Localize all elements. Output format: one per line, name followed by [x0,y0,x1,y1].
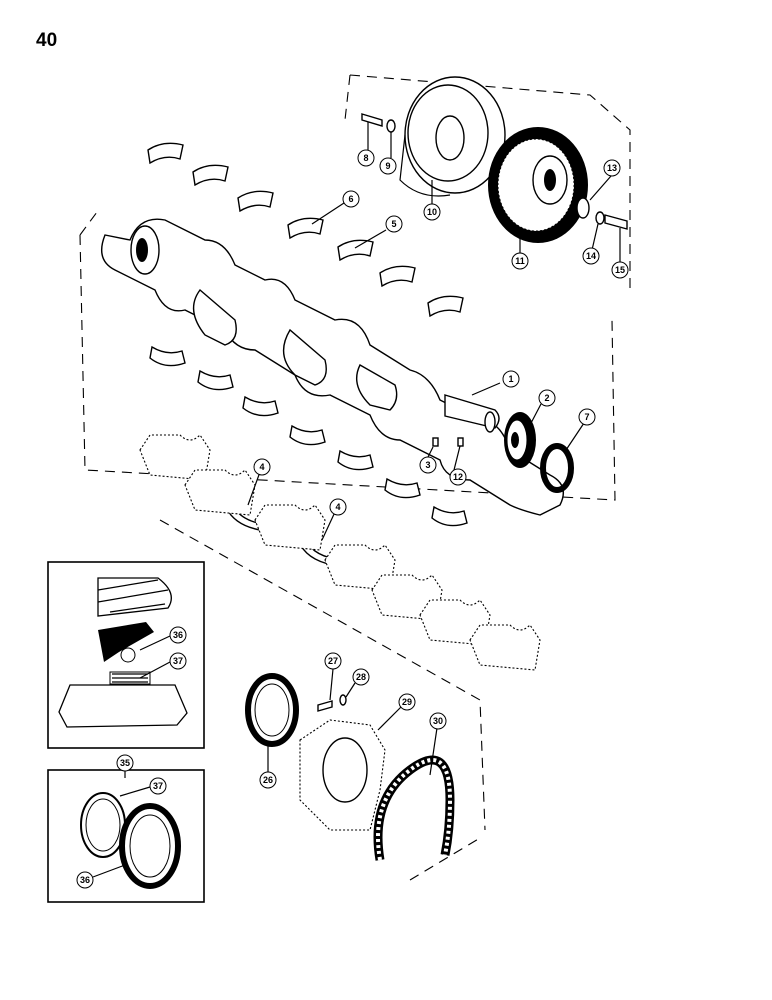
callout-35: 35 [116,754,134,772]
svg-text:37: 37 [173,656,183,666]
callout-9: 9 [379,157,397,175]
svg-text:35: 35 [120,758,130,768]
svg-text:7: 7 [584,412,589,422]
callout-13: 13 [603,159,621,177]
svg-text:1: 1 [508,374,513,384]
retainer-gasket [373,755,455,861]
rear-seal-group-outline [159,519,486,881]
svg-text:2: 2 [544,393,549,403]
svg-text:26: 26 [263,775,273,785]
callout-3: 3 [419,456,437,474]
rear-oil-seal [245,673,299,747]
inset-seal-section [47,561,205,749]
lock-washer [595,211,605,225]
svg-text:4: 4 [335,502,340,512]
callout-4a: 4 [253,458,271,476]
callout-29: 29 [398,693,416,711]
callout-37-upper: 37 [169,652,187,670]
callout-14: 14 [582,247,600,265]
svg-text:9: 9 [385,161,390,171]
callout-36-lower: 36 [76,871,94,889]
svg-text:3: 3 [425,460,430,470]
pulley-bolt [361,113,383,127]
retainer-washer [339,694,347,706]
svg-text:29: 29 [402,697,412,707]
retainer-washer [576,197,590,219]
retainer-bolt [317,700,333,712]
callout-28: 28 [352,668,370,686]
svg-text:13: 13 [607,163,617,173]
svg-text:37: 37 [153,781,163,791]
svg-text:28: 28 [356,672,366,682]
svg-text:15: 15 [615,265,625,275]
callout-5: 5 [385,215,403,233]
woodruff-key-3 [432,437,439,447]
pulley-washer [386,119,396,133]
svg-text:4: 4 [259,462,264,472]
page-number: 40 [36,30,58,51]
front-oil-seal [540,443,574,493]
svg-text:8: 8 [363,153,368,163]
damper-bolt [604,214,628,230]
callout-12: 12 [449,468,467,486]
svg-text:12: 12 [453,472,463,482]
callout-4b: 4 [329,498,347,516]
svg-text:6: 6 [348,194,353,204]
callout-8: 8 [357,149,375,167]
svg-text:5: 5 [391,219,396,229]
inset-seal-set [47,769,205,903]
svg-text:36: 36 [173,630,183,640]
crankshaft-group-outline [79,207,616,501]
callout-1: 1 [502,370,520,388]
callout-26: 26 [259,771,277,789]
callout-7: 7 [578,408,596,426]
callout-6: 6 [342,190,360,208]
vibration-damper [488,127,588,243]
callout-11: 11 [511,252,529,270]
svg-text:30: 30 [433,716,443,726]
svg-text:27: 27 [328,656,338,666]
callout-36-upper: 36 [169,626,187,644]
callout-30: 30 [429,712,447,730]
svg-text:10: 10 [427,207,437,217]
svg-text:11: 11 [515,256,525,266]
svg-text:14: 14 [586,251,596,261]
rear-seal-retainer [299,719,386,831]
callout-2: 2 [538,389,556,407]
pulley [399,76,506,197]
woodruff-key-12 [457,437,464,447]
leader-lines [92,122,621,878]
upper-bearing-shells [147,142,464,318]
lower-bearing-shells [149,345,468,527]
crankshaft [101,218,564,516]
callout-37-lower: 37 [149,777,167,795]
svg-text:36: 36 [80,875,90,885]
crankshaft-gear [504,412,536,468]
main-bearing-caps [139,434,541,671]
callout-27: 27 [324,652,342,670]
callout-15: 15 [611,261,629,279]
callout-10: 10 [423,203,441,221]
